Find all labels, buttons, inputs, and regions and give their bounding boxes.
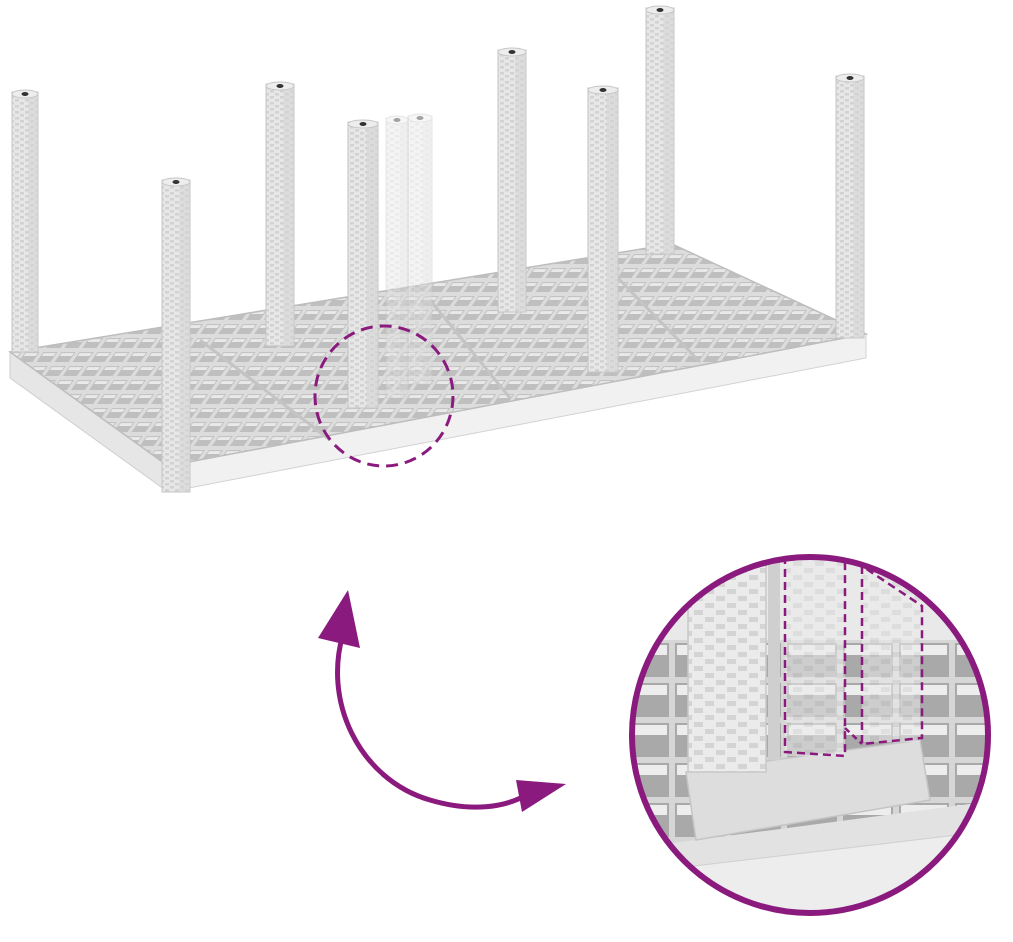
detail-magnified-view <box>629 554 991 916</box>
shelf-leg <box>587 85 619 373</box>
shelf-leg <box>645 5 675 255</box>
shelf-leg <box>11 89 39 353</box>
arrowhead-up-icon <box>318 590 360 648</box>
arrowhead-right-icon <box>516 780 566 812</box>
detail-ghost-leg <box>862 566 920 742</box>
ghost-leg <box>385 115 409 399</box>
platform-seam <box>199 338 331 442</box>
shelf-leg <box>161 177 191 493</box>
shelf-leg <box>347 119 379 409</box>
highlight-circle <box>313 324 455 468</box>
shelf-leg <box>265 81 295 347</box>
shelf-leg <box>497 47 527 313</box>
shelf-platform <box>8 243 869 493</box>
platform-top-grid <box>8 243 869 467</box>
platform-seam <box>428 299 512 399</box>
shelf-legs <box>11 5 865 493</box>
ghost-leg <box>407 113 433 385</box>
detail-ghost-leg <box>785 557 845 756</box>
detail-circle-border <box>629 554 991 916</box>
shelf-leg <box>835 73 865 339</box>
curved-arrow-icon <box>318 590 566 812</box>
platform-seam <box>608 268 702 364</box>
